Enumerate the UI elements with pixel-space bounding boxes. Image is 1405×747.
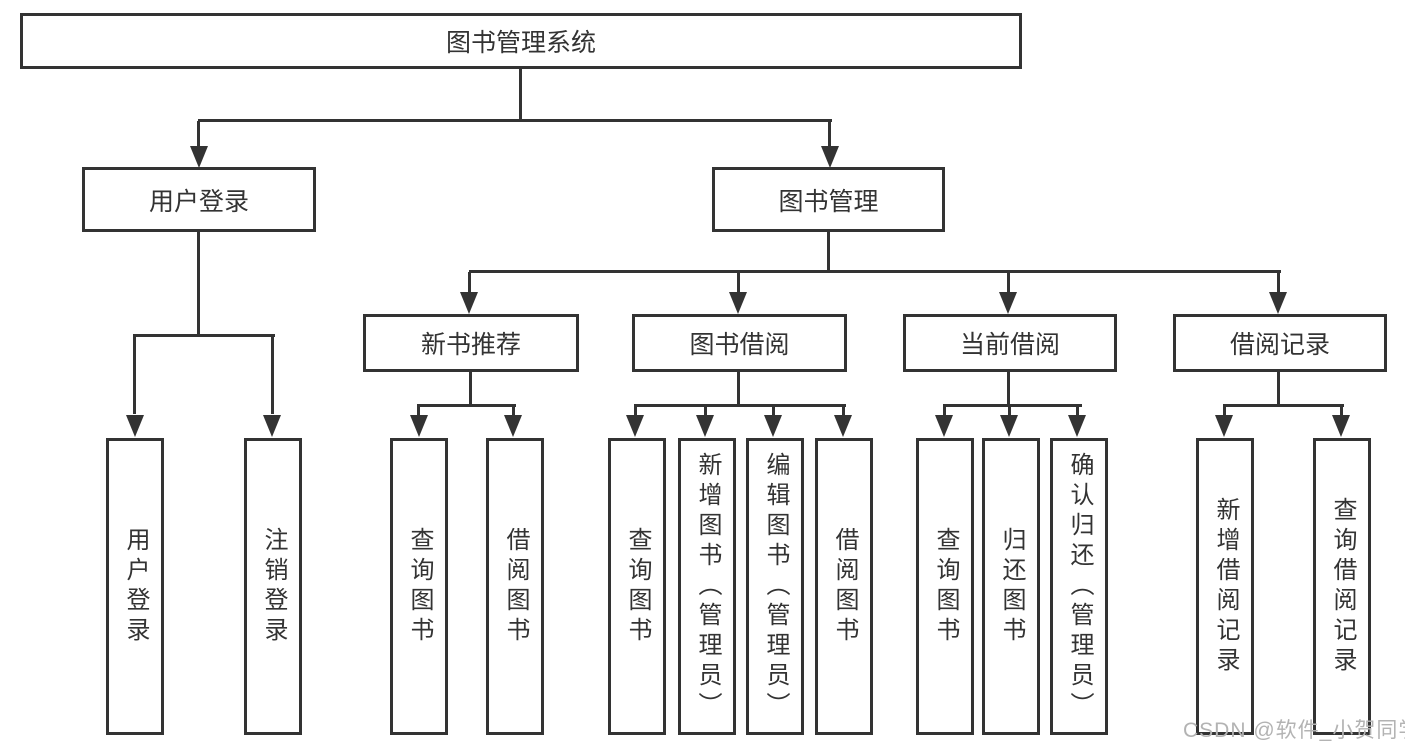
connector-book-borrow-drop-2: [704, 406, 707, 415]
node-new-book-recommend: 新书推荐: [363, 314, 579, 372]
arrowhead-icon: [696, 415, 714, 437]
node-current-borrow: 当前借阅: [903, 314, 1117, 372]
connector-new-book-stub: [469, 372, 472, 406]
connector-l3-drop-4: [1277, 272, 1280, 292]
leaf-new-book-query: 查询图书: [390, 438, 448, 735]
node-book-borrow-label: 图书借阅: [689, 331, 790, 359]
leaf-add-borrow-record: 新增借阅记录: [1196, 438, 1254, 735]
connector-book-management-split: [469, 270, 1281, 273]
leaf-confirm-return-admin: 确认归还（管理员）: [1050, 438, 1108, 735]
connector-root-drop-right: [828, 121, 831, 146]
root-node: 图书管理系统: [20, 13, 1022, 69]
connector-borrow-records-split: [1223, 404, 1344, 407]
connector-new-book-drop-2: [512, 406, 515, 415]
arrowhead-icon: [263, 415, 281, 437]
leaf-query-borrow-record-label: 查询借阅记录: [1329, 496, 1356, 677]
arrowhead-icon: [1215, 415, 1233, 437]
node-current-borrow-label: 当前借阅: [959, 331, 1060, 359]
connector-book-borrow-stub: [737, 372, 740, 406]
arrowhead-icon: [626, 415, 644, 437]
node-user-login: 用户登录: [82, 167, 316, 232]
arrowhead-icon: [460, 292, 478, 314]
node-book-management-label: 图书管理: [778, 187, 879, 216]
connector-current-borrow-stub: [1007, 372, 1010, 406]
arrowhead-icon: [764, 415, 782, 437]
connector-borrow-records-drop-2: [1340, 406, 1343, 415]
leaf-query-borrow-record: 查询借阅记录: [1313, 438, 1371, 735]
leaf-logout: 注销登录: [244, 438, 302, 735]
connector-book-management-stub: [827, 232, 830, 272]
connector-book-borrow-drop-3: [772, 406, 775, 415]
leaf-borrow-query-book-label: 查询图书: [624, 526, 651, 647]
arrowhead-icon: [190, 146, 208, 168]
node-user-login-label: 用户登录: [148, 187, 249, 216]
node-new-book-recommend-label: 新书推荐: [420, 331, 521, 359]
leaf-logout-label: 注销登录: [260, 526, 287, 647]
connector-book-borrow-drop-1: [634, 406, 637, 415]
connector-current-borrow-drop-2: [1008, 406, 1011, 415]
leaf-new-book-borrow: 借阅图书: [486, 438, 544, 735]
leaf-edit-book-admin-label: 编辑图书（管理员）: [762, 451, 789, 722]
node-borrow-records-label: 借阅记录: [1229, 331, 1330, 359]
arrowhead-icon: [504, 415, 522, 437]
connector-l3-drop-2: [737, 272, 740, 292]
connector-user-login-split: [133, 334, 275, 337]
leaf-borrow-book-label: 借阅图书: [831, 526, 858, 647]
connector-l3-drop-1: [468, 272, 471, 292]
leaf-borrow-query-book: 查询图书: [608, 438, 666, 735]
leaf-borrow-book: 借阅图书: [815, 438, 873, 735]
leaf-add-borrow-record-label: 新增借阅记录: [1212, 496, 1239, 677]
connector-new-book-split: [417, 404, 516, 407]
arrowhead-icon: [410, 415, 428, 437]
arrowhead-icon: [1332, 415, 1350, 437]
leaf-new-book-borrow-label: 借阅图书: [502, 526, 529, 647]
connector-l3-drop-3: [1007, 272, 1010, 292]
connector-borrow-records-stub: [1277, 372, 1280, 406]
connector-new-book-drop-1: [417, 406, 420, 415]
arrowhead-icon: [935, 415, 953, 437]
arrowhead-icon: [1269, 292, 1287, 314]
root-node-label: 图书管理系统: [445, 29, 596, 57]
arrowhead-icon: [126, 415, 144, 437]
connector-user-login-stub: [197, 232, 200, 336]
leaf-current-query-book: 查询图书: [916, 438, 974, 735]
connector-borrow-records-drop-1: [1223, 406, 1226, 415]
leaf-current-query-book-label: 查询图书: [932, 526, 959, 647]
connector-current-borrow-drop-3: [1076, 406, 1079, 415]
connector-current-borrow-split: [943, 404, 1082, 407]
arrowhead-icon: [999, 292, 1017, 314]
connector-book-borrow-split: [634, 404, 846, 407]
leaf-return-book: 归还图书: [982, 438, 1040, 735]
connector-book-borrow-drop-4: [842, 406, 845, 415]
leaf-new-book-query-label: 查询图书: [406, 526, 433, 647]
csdn-watermark: CSDN @软件_小贺同学: [1183, 719, 1405, 742]
leaf-add-book-admin-label: 新增图书（管理员）: [694, 451, 721, 722]
arrowhead-icon: [1000, 415, 1018, 437]
node-book-management: 图书管理: [712, 167, 945, 232]
connector-current-borrow-drop-1: [943, 406, 946, 415]
arrowhead-icon: [834, 415, 852, 437]
connector-user-login-drop-1: [133, 336, 136, 414]
arrowhead-icon: [1068, 415, 1086, 437]
node-borrow-records: 借阅记录: [1173, 314, 1387, 372]
leaf-return-book-label: 归还图书: [998, 526, 1025, 647]
connector-root-drop-left: [197, 121, 200, 146]
leaf-user-login-label: 用户登录: [122, 526, 149, 647]
arrowhead-icon: [821, 146, 839, 168]
leaf-user-login: 用户登录: [106, 438, 164, 735]
leaf-confirm-return-admin-label: 确认归还（管理员）: [1066, 451, 1093, 722]
connector-root-split: [198, 119, 832, 122]
leaf-edit-book-admin: 编辑图书（管理员）: [746, 438, 804, 735]
arrowhead-icon: [729, 292, 747, 314]
connector-user-login-drop-2: [271, 336, 274, 414]
connector-root-stub: [519, 69, 522, 121]
leaf-add-book-admin: 新增图书（管理员）: [678, 438, 736, 735]
node-book-borrow: 图书借阅: [632, 314, 847, 372]
